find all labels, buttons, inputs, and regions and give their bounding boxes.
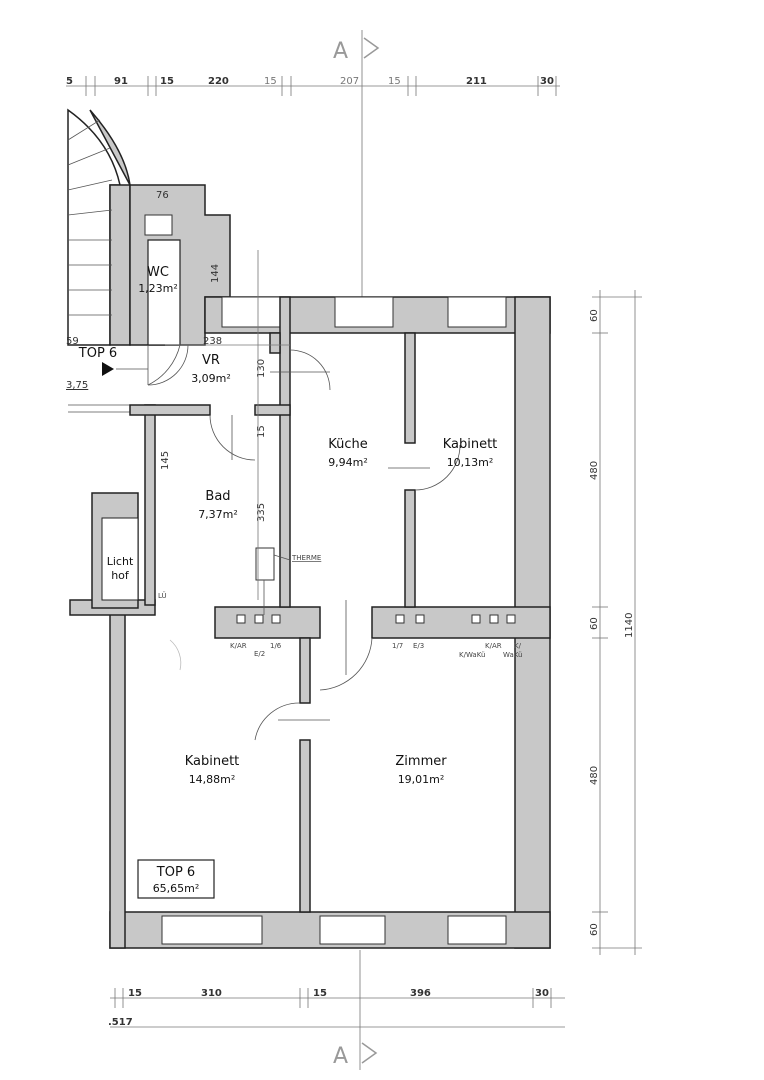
staircase <box>67 108 145 413</box>
svg-text:480: 480 <box>589 766 600 785</box>
svg-text:Kabinett: Kabinett <box>185 754 240 769</box>
section-marker-top: A <box>333 30 380 300</box>
svg-text:10,13m²: 10,13m² <box>447 456 494 469</box>
room-zimmer: Zimmer 19,01m² <box>395 754 447 786</box>
svg-text:Küche: Küche <box>328 437 368 452</box>
svg-text:15: 15 <box>128 988 142 999</box>
svg-text:60: 60 <box>589 923 600 936</box>
doors <box>147 344 461 741</box>
room-kabinett-top: Kabinett 10,13m² <box>443 437 498 469</box>
svg-text:238: 238 <box>203 336 222 347</box>
svg-text:76: 76 <box>156 190 169 201</box>
svg-text:59: 59 <box>66 336 79 347</box>
svg-text:1140: 1140 <box>624 613 635 638</box>
svg-text:Kabinett: Kabinett <box>443 437 498 452</box>
svg-text:15: 15 <box>160 76 174 87</box>
svg-text:3,75: 3,75 <box>66 380 88 391</box>
svg-text:1/7: 1/7 <box>392 642 403 650</box>
svg-text:220: 220 <box>208 76 229 87</box>
right-dimension-line: 60 480 60 480 60 1140 <box>589 290 642 955</box>
svg-text:15: 15 <box>313 988 327 999</box>
section-marker-bottom: A <box>333 950 378 1070</box>
room-vr: VR 3,09m² <box>191 353 231 385</box>
svg-text:A: A <box>333 1044 348 1069</box>
svg-text:WC: WC <box>147 265 169 280</box>
svg-text:.517: .517 <box>108 1017 133 1028</box>
therme-unit: THERME <box>255 547 321 615</box>
svg-text:LÜ: LÜ <box>158 591 167 600</box>
svg-text:335: 335 <box>256 503 267 522</box>
room-wc: WC 1,23m² <box>138 265 178 295</box>
svg-text:K/WaKü: K/WaKü <box>459 651 485 659</box>
svg-text:hof: hof <box>111 569 130 582</box>
room-lichthof: Licht hof <box>107 555 134 582</box>
svg-text:Bad: Bad <box>205 489 230 504</box>
svg-text:30: 30 <box>535 988 549 999</box>
room-kueche: Küche 9,94m² <box>328 437 368 469</box>
svg-text:E/2: E/2 <box>254 650 265 658</box>
svg-text:60: 60 <box>589 309 600 322</box>
svg-text:Zimmer: Zimmer <box>395 754 447 769</box>
svg-text:65,65m²: 65,65m² <box>153 882 200 895</box>
svg-text:WaKü: WaKü <box>503 651 522 659</box>
svg-text:K/AR: K/AR <box>230 642 247 650</box>
svg-text:15: 15 <box>264 76 277 87</box>
svg-text:19,01m²: 19,01m² <box>398 773 445 786</box>
svg-text:480: 480 <box>589 461 600 480</box>
top-dimension-line: 5 91 15 220 15 207 15 211 30 <box>66 76 560 96</box>
svg-text:310: 310 <box>201 988 222 999</box>
svg-text:207: 207 <box>340 76 359 87</box>
svg-text:A: A <box>333 39 348 64</box>
room-kabinett-bottom: Kabinett 14,88m² <box>185 754 240 786</box>
exterior-walls <box>69 296 551 949</box>
svg-text:K/: K/ <box>514 642 522 650</box>
bottom-dimension-line: 15 310 15 396 30 .517 <box>108 988 565 1028</box>
svg-text:15: 15 <box>388 76 401 87</box>
svg-text:TOP 6: TOP 6 <box>156 865 195 880</box>
svg-text:60: 60 <box>589 617 600 630</box>
entry-arrow-icon <box>102 362 114 376</box>
svg-text:7,37m²: 7,37m² <box>198 508 238 521</box>
svg-text:5: 5 <box>66 76 73 87</box>
interior-walls <box>91 296 416 913</box>
svg-text:E/3: E/3 <box>413 642 424 650</box>
svg-text:30: 30 <box>540 76 554 87</box>
svg-text:91: 91 <box>114 76 128 87</box>
shaft-annotations: K/AR E/2 1/6 1/7 E/3 K/AR K/ K/WaKü WaKü <box>230 642 522 659</box>
svg-text:15: 15 <box>256 425 267 438</box>
svg-text:14,88m²: 14,88m² <box>189 773 236 786</box>
svg-text:K/AR: K/AR <box>485 642 502 650</box>
unit-summary-box: TOP 6 65,65m² <box>137 859 215 899</box>
svg-text:130: 130 <box>256 359 267 378</box>
interior-dimensions: 76 144 238 130 145 15 335 LÜ <box>156 190 290 600</box>
svg-text:1,23m²: 1,23m² <box>138 282 178 295</box>
svg-text:396: 396 <box>410 988 431 999</box>
svg-text:1/6: 1/6 <box>270 642 282 650</box>
svg-text:THERME: THERME <box>291 554 321 562</box>
svg-text:145: 145 <box>160 451 171 470</box>
svg-text:3,09m²: 3,09m² <box>191 372 231 385</box>
svg-text:TOP 6: TOP 6 <box>78 346 117 361</box>
svg-text:144: 144 <box>210 264 221 283</box>
svg-text:VR: VR <box>202 353 220 368</box>
room-bad: Bad 7,37m² <box>198 489 238 521</box>
svg-text:Licht: Licht <box>107 555 134 568</box>
svg-text:9,94m²: 9,94m² <box>328 456 368 469</box>
svg-text:211: 211 <box>466 76 487 87</box>
unit-entry: TOP 6 59 3,75 <box>66 336 148 391</box>
